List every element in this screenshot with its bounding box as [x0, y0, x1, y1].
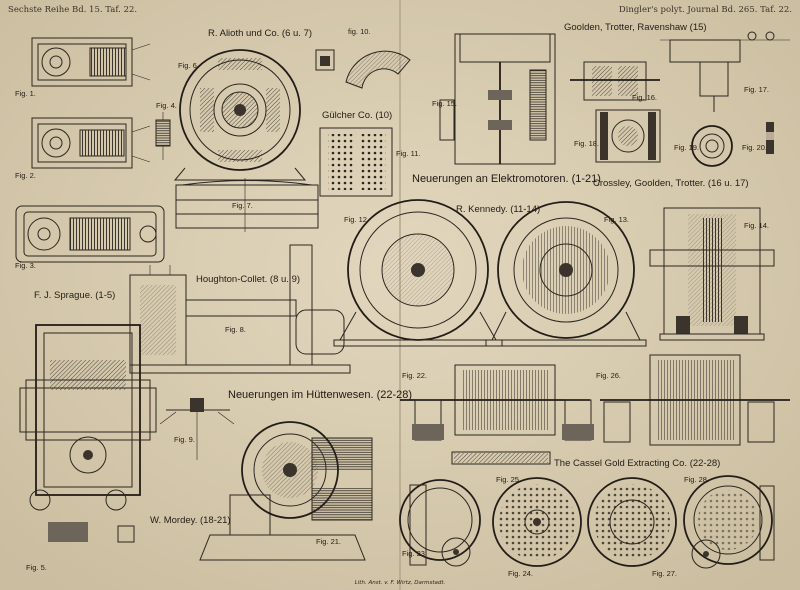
- fig-23-drawing: [399, 479, 481, 567]
- label-fig-21: Fig. 21.: [316, 537, 341, 546]
- label-fig-3: Fig. 3.: [15, 261, 36, 270]
- fig-6-drawing: [173, 49, 307, 181]
- label-fig-25: Fig. 25.: [496, 475, 521, 484]
- section-huettenwesen: Neuerungen im Hüttenwesen. (22-28): [228, 389, 412, 401]
- label-fig-24: Fig. 24.: [508, 569, 533, 578]
- credit-sprague: F. J. Sprague. (1-5): [34, 290, 115, 301]
- fig-2-drawing: [31, 117, 151, 169]
- fig-17-drawing: [660, 31, 790, 112]
- fig-14-drawing: [649, 207, 775, 341]
- fig-13-drawing: [485, 201, 647, 347]
- label-fig-26: Fig. 26.: [596, 371, 621, 380]
- fig-4-drawing: [155, 112, 171, 160]
- fig-3-drawing: [15, 205, 165, 263]
- credit-crossley: Crossley, Goolden, Trotter. (16 u. 17): [593, 178, 749, 189]
- fig-7-drawing: [175, 178, 319, 232]
- label-fig-18: Fig. 18.: [574, 139, 599, 148]
- label-fig-19: Fig. 19.: [674, 143, 699, 152]
- label-fig-9: Fig. 9.: [174, 435, 195, 444]
- credit-houghton: Houghton-Collet. (8 u. 9): [196, 274, 300, 285]
- fig-24-drawing: [492, 477, 582, 567]
- label-fig-11: Fig. 11.: [396, 149, 420, 158]
- fig-26-drawing: [600, 354, 790, 446]
- header-left: Sechste Reihe Bd. 15. Taf. 22.: [8, 5, 137, 15]
- label-fig-5: Fig. 5.: [26, 563, 47, 572]
- label-fig-2: Fig. 2.: [15, 171, 36, 180]
- fig-11-drawing: [319, 127, 393, 197]
- fig-19-drawing: [691, 125, 733, 167]
- label-fig-15: Fig. 15.: [432, 99, 457, 108]
- fig-15-drawing: [439, 33, 556, 165]
- fig-20-drawing: [766, 122, 774, 154]
- credit-kennedy: R. Kennedy. (11-14): [456, 204, 540, 215]
- credit-mordey: W. Mordey. (18-21): [150, 515, 231, 526]
- fig-9-drawing: [159, 398, 235, 460]
- fig-21-drawing: [199, 421, 373, 561]
- label-fig-7: Fig. 7.: [232, 201, 253, 210]
- credit-goolden: Goolden, Trotter, Ravenshaw (15): [564, 22, 707, 33]
- label-fig-27: Fig. 27.: [652, 569, 677, 578]
- header-right: Dingler's polyt. Journal Bd. 265. Taf. 2…: [619, 5, 792, 15]
- label-fig-17: Fig. 17.: [744, 85, 769, 94]
- fig-25-drawing: [451, 451, 551, 465]
- label-fig-13: Fig. 13.: [604, 215, 629, 224]
- fig-22-drawing: [400, 364, 594, 441]
- label-fig-16: Fig. 16.: [632, 93, 657, 102]
- fig-18-drawing: [595, 109, 661, 163]
- label-fig-4: Fig. 4.: [156, 101, 177, 110]
- label-fig-23: Fig. 23.: [402, 549, 427, 558]
- credit-guelcher: Gülcher Co. (10): [322, 110, 392, 121]
- fig-10-drawing: [315, 49, 411, 89]
- fig-28-drawing: [683, 475, 775, 569]
- label-fig-1: Fig. 1.: [15, 89, 36, 98]
- label-fig-22: Fig. 22.: [402, 371, 427, 380]
- fig-1-drawing: [31, 37, 151, 87]
- footer-imprint: Lith. Anst. v. F. Wirtz, Darmstadt.: [355, 580, 446, 586]
- label-fig-8: Fig. 8.: [225, 325, 246, 334]
- fig-27-drawing: [587, 477, 677, 567]
- credit-alioth: R. Alioth und Co. (6 u. 7): [208, 28, 312, 39]
- label-fig-14: Fig. 14.: [744, 221, 769, 230]
- label-fig-12: Fig. 12.: [344, 215, 369, 224]
- fig-12-drawing: [333, 199, 503, 347]
- section-elektromotoren: Neuerungen an Elektromotoren. (1-21): [412, 173, 601, 185]
- label-fig-6: Fig. 6.: [178, 61, 199, 70]
- label-fig-20: Fig. 20.: [742, 143, 767, 152]
- credit-cassel: The Cassel Gold Extracting Co. (22-28): [554, 458, 720, 469]
- fig-16-drawing: [570, 61, 660, 101]
- fig-5-drawing: [19, 324, 157, 543]
- label-fig-28: Fig. 28.: [684, 475, 709, 484]
- label-fig-10: fig. 10.: [348, 27, 371, 36]
